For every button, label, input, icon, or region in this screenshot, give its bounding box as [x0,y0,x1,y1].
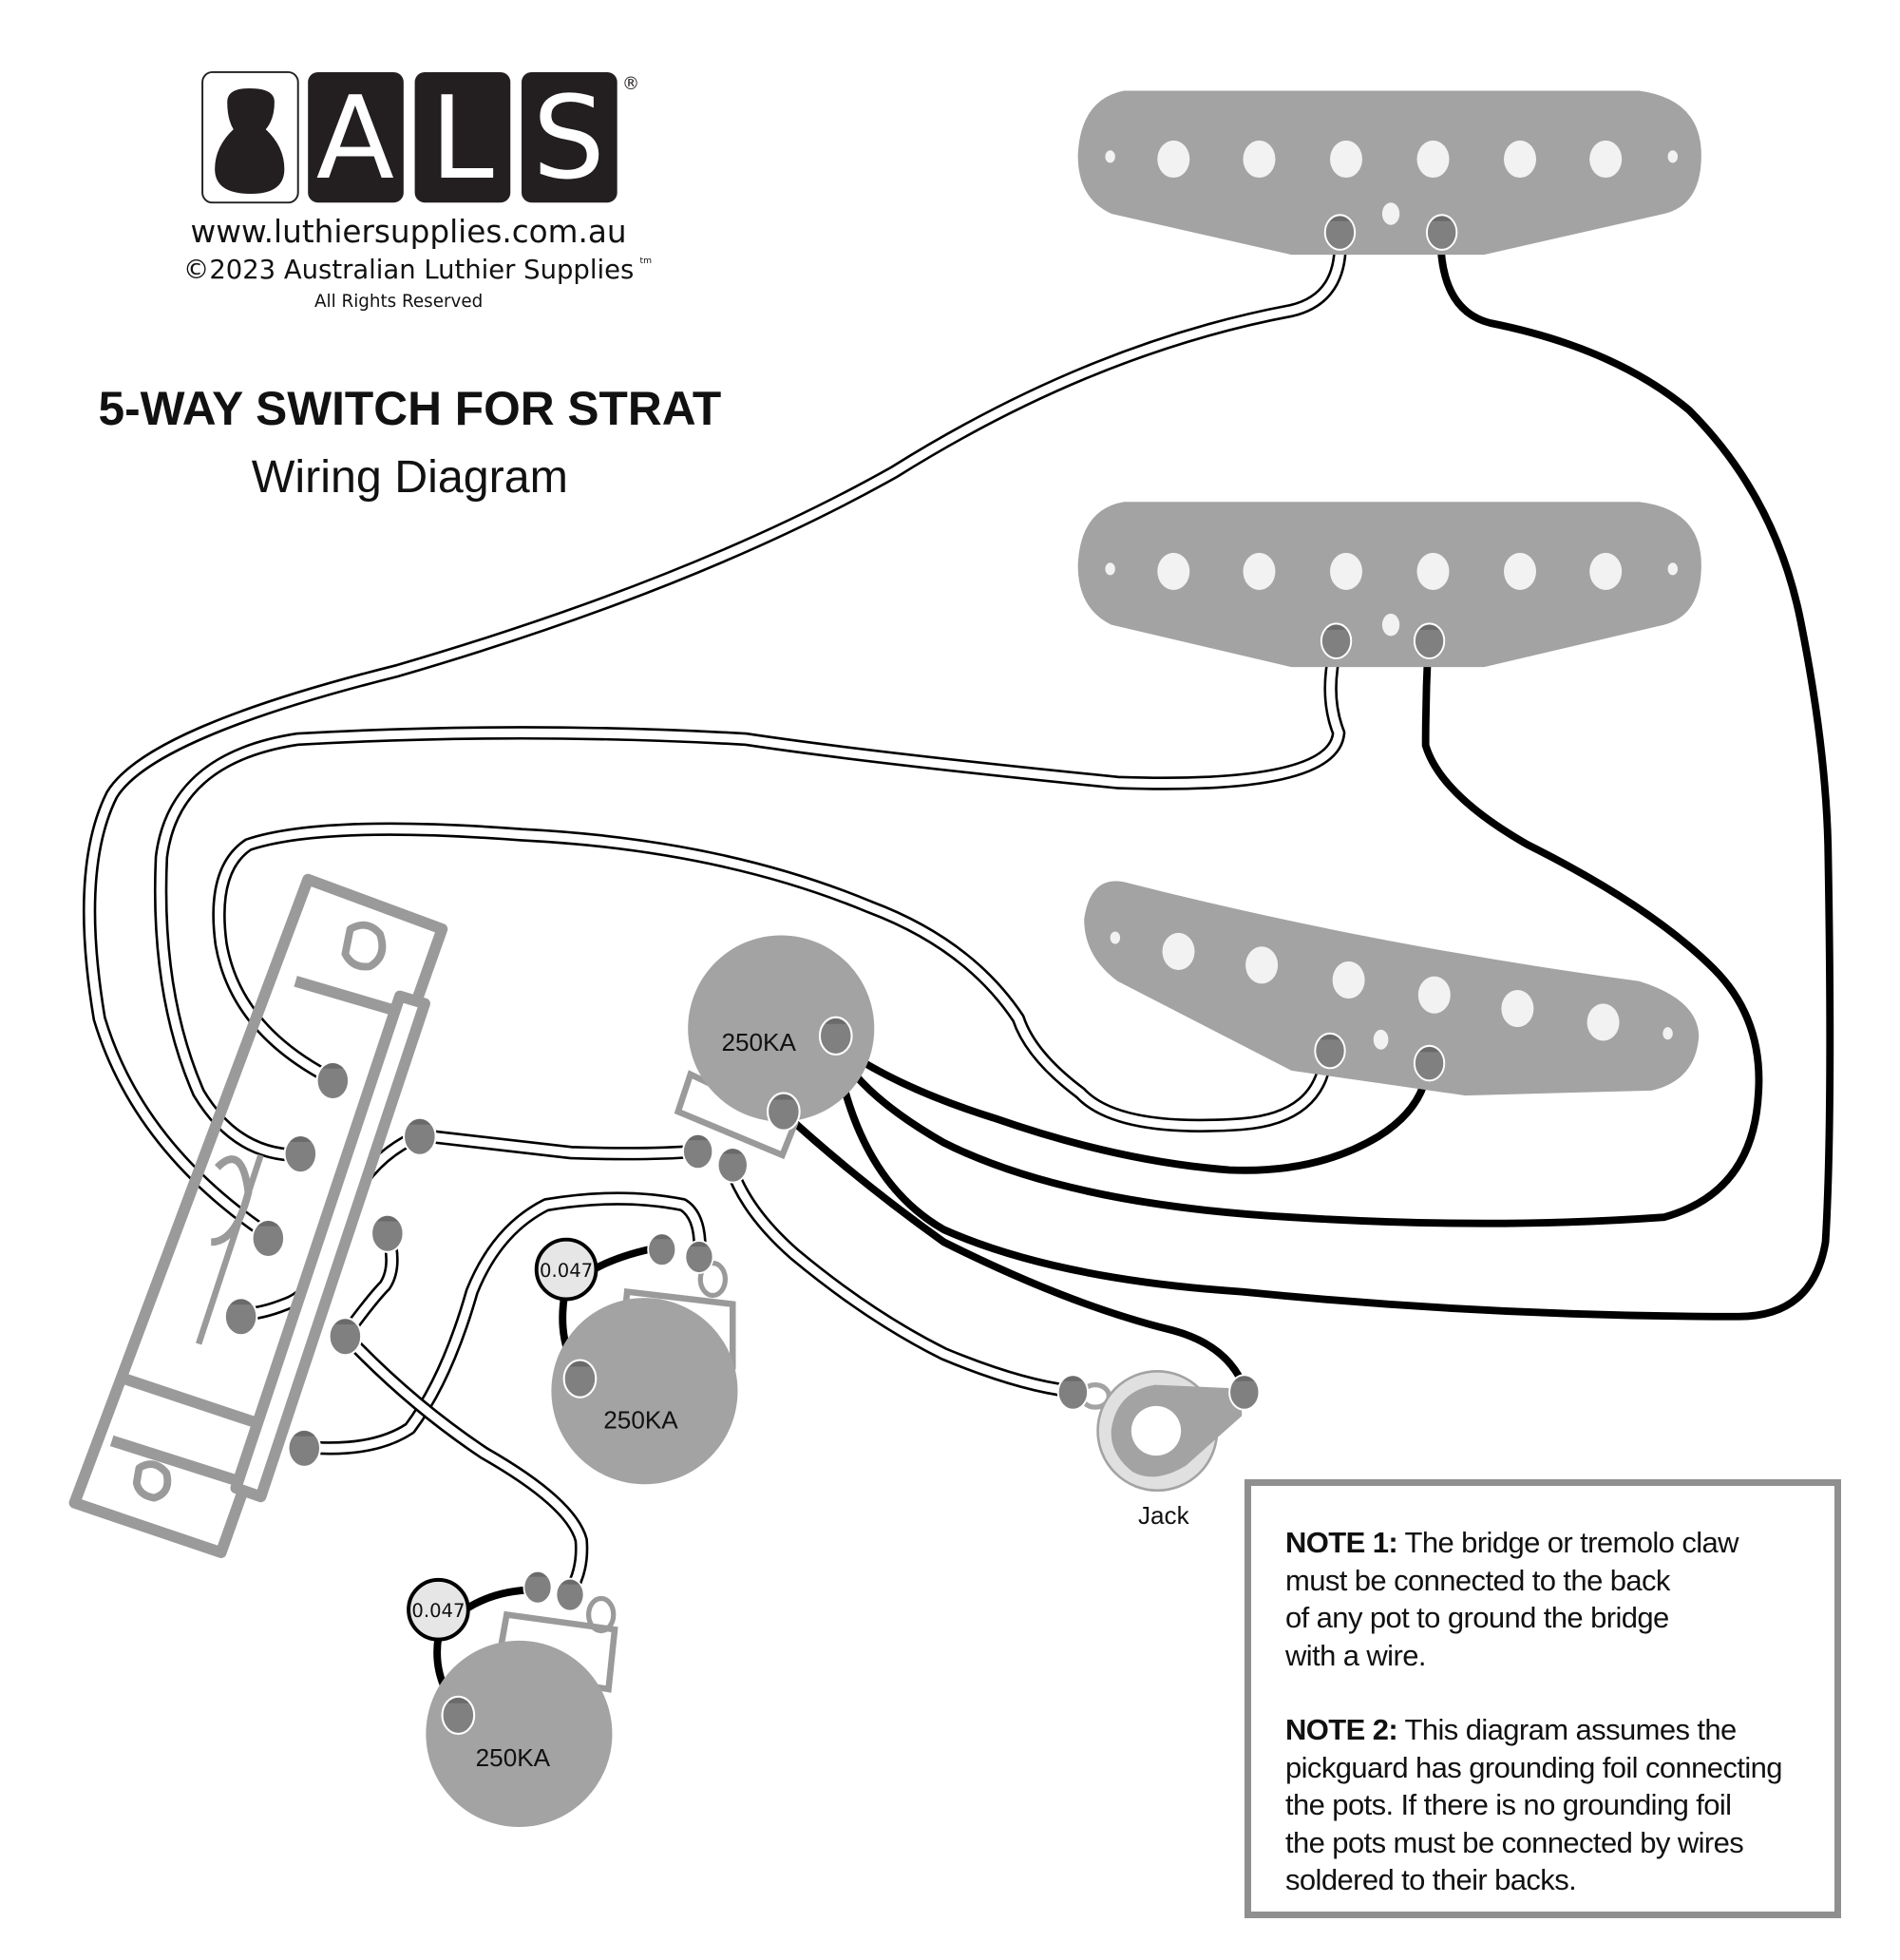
jack-lug-sleeve [1228,1374,1261,1411]
tone-pot-2-label: 250KA [476,1743,551,1772]
tone2-capacitor-label: 0.047 [411,1600,465,1622]
note-2-line: the pots. If there is no grounding foil [1285,1788,1732,1821]
jack-label: Jack [1138,1501,1190,1530]
volume-lug-input [681,1132,714,1170]
volume-lug-ground [818,1016,853,1056]
tone2-capacitor [407,1577,470,1642]
middle-lug-hot [1320,622,1353,660]
registered-mark: ® [622,74,639,94]
tone1-lug-back [562,1359,598,1399]
note-2-line: the pots must be connected by wires [1285,1825,1744,1859]
note-1-line: must be connected to the back [1285,1563,1670,1597]
tone2-lug-back [441,1695,476,1736]
neck-pickup [1077,90,1701,256]
wire-bridge-hot [212,822,1334,1132]
neck-lug-hot [1323,214,1357,251]
logo-letter-a: A [316,72,394,205]
pole-pieces [1162,932,1620,1041]
logo-letter-l: L [430,72,494,205]
note-1-heading: NOTE 1: [1285,1526,1398,1559]
wire-neck-ground [830,232,1834,1321]
switch-lug-3 [251,1218,286,1259]
trademark-mark: tm [639,257,652,266]
note-1-line: The bridge or tremolo claw [1397,1526,1739,1559]
switch-lug-2 [283,1133,318,1174]
logo-letter-s: S [533,72,605,205]
middle-lug-ground [1413,622,1446,660]
switch-lug-4 [223,1297,258,1337]
tone1-capacitor [534,1237,598,1302]
switch-lug-8 [287,1428,322,1469]
wire-switch-to-tone2 [338,1328,589,1601]
pole-pieces [1157,552,1623,591]
note-2-line: This diagram assumes the [1397,1713,1738,1746]
tone-pot-2: 250KA 0.047 [407,1570,618,1828]
logo-tile-a [308,71,404,203]
guitar-body-icon [215,87,285,195]
jack-lug-tip [1056,1374,1090,1411]
tone2-lug-a [522,1570,553,1605]
bridge-pickup [1084,881,1700,1096]
tone1-lug-b [684,1240,714,1274]
copyright-text: ©2023 Australian Luthier Supplies [183,256,634,285]
tone1-lug-a [647,1232,677,1267]
five-way-switch [68,873,448,1558]
tone-pot-1: 250KA 0.047 [534,1232,738,1485]
switch-lug-5 [402,1116,437,1156]
note-1: NOTE 1: The bridge or tremolo claw must … [1285,1524,1834,1674]
logo-tile-s [522,71,618,203]
switch-lug-1 [315,1060,351,1101]
page-title: 5-WAY SWITCH FOR STRAT [99,382,722,435]
switch-lug-6 [370,1213,405,1253]
rights-text: All Rights Reserved [314,292,483,312]
bridge-lug-hot [1314,1032,1346,1070]
switch-lug-7 [328,1316,363,1357]
wire-middle-ground [830,641,1763,1227]
website-link[interactable]: www.luthiersupplies.com.au [191,214,627,250]
wire-volume-to-jack-ground [778,1108,1250,1396]
wire-middle-hot [153,638,1346,1163]
output-jack: Jack [1056,1369,1261,1530]
volume-lug-output [766,1092,801,1132]
logo: A L S ® www.luthiersupplies.com.au ©2023… [183,70,652,312]
volume-pot-label: 250KA [721,1028,796,1056]
volume-pot: 250KA [674,935,875,1184]
notes-box: NOTE 1: The bridge or tremolo claw must … [1244,1479,1841,1918]
neck-lug-ground [1425,214,1458,251]
middle-pickup [1077,502,1701,668]
white-wires [82,229,1347,1601]
note-2-line: pickguard has grounding foil connecting [1285,1750,1783,1784]
tone1-capacitor-label: 0.047 [540,1260,593,1282]
page-subtitle: Wiring Diagram [252,451,568,503]
note-2-line: soldered to their backs. [1285,1863,1577,1896]
note-1-line: with a wire. [1285,1638,1426,1672]
note-2-heading: NOTE 2: [1285,1713,1398,1746]
volume-lug-3 [716,1146,749,1184]
wire-switch-to-volume [412,1128,703,1161]
logo-tile-l [414,71,511,203]
wire-volume-to-jack [723,1158,1077,1399]
bridge-lug-ground [1413,1044,1446,1082]
tone2-lug-b [555,1577,585,1612]
pole-pieces [1157,140,1623,179]
note-1-line: of any pot to ground the bridge [1285,1601,1669,1634]
wire-switch-to-tone1 [297,1191,707,1456]
tone-pot-1-label: 250KA [603,1405,678,1434]
wire-bridge-ground [830,1039,1433,1174]
note-2: NOTE 2: This diagram assumes the pickgua… [1285,1711,1834,1899]
wire-neck-hot [82,229,1347,1237]
